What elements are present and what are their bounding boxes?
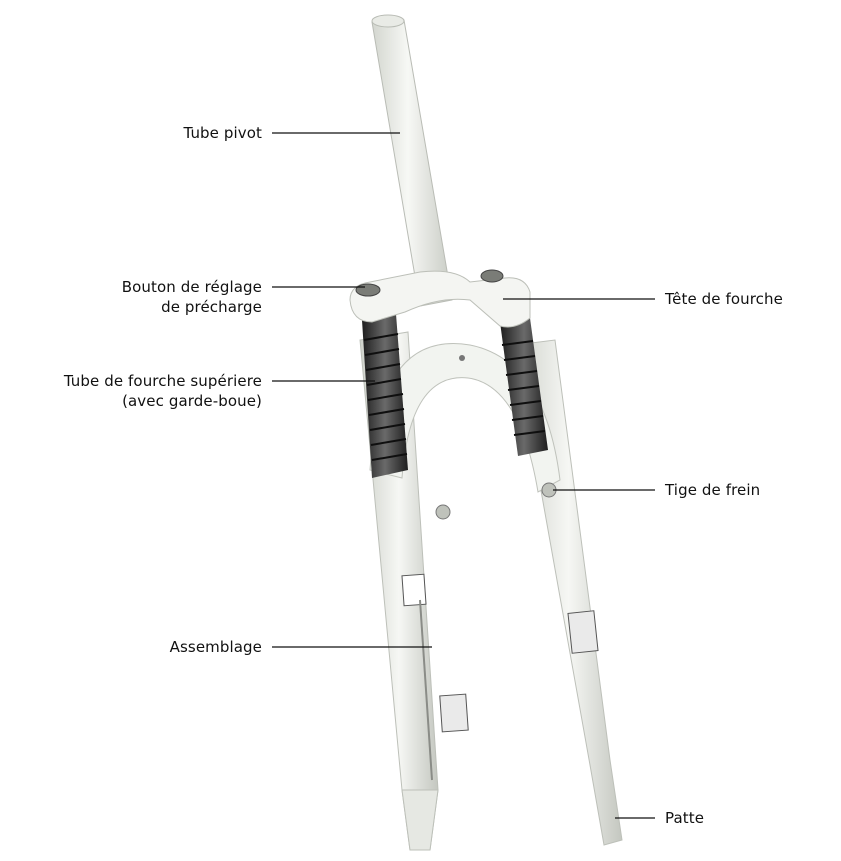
label-assemblage-text: Assemblage	[170, 637, 262, 657]
label-tube-pivot: Tube pivot	[183, 123, 262, 143]
label-patte-text: Patte	[665, 808, 704, 828]
label-tige-frein-text: Tige de frein	[665, 480, 760, 500]
label-tube-fourche-line1: Tube de fourche supériere	[64, 371, 262, 391]
label-tube-pivot-text: Tube pivot	[183, 123, 262, 143]
label-bouton-line2: de précharge	[122, 297, 262, 317]
label-tube-fourche-line2: (avec garde-boue)	[64, 391, 262, 411]
label-bouton-line1: Bouton de réglage	[122, 277, 262, 297]
label-tige-de-frein: Tige de frein	[665, 480, 760, 500]
label-assemblage: Assemblage	[170, 637, 262, 657]
label-tete-fourche-text: Tête de fourche	[665, 289, 783, 309]
label-patte: Patte	[665, 808, 704, 828]
label-tete-de-fourche: Tête de fourche	[665, 289, 783, 309]
label-bouton-reglage-precharge: Bouton de réglage de précharge	[122, 277, 262, 317]
label-tube-fourche-superieure: Tube de fourche supériere (avec garde-bo…	[64, 371, 262, 411]
